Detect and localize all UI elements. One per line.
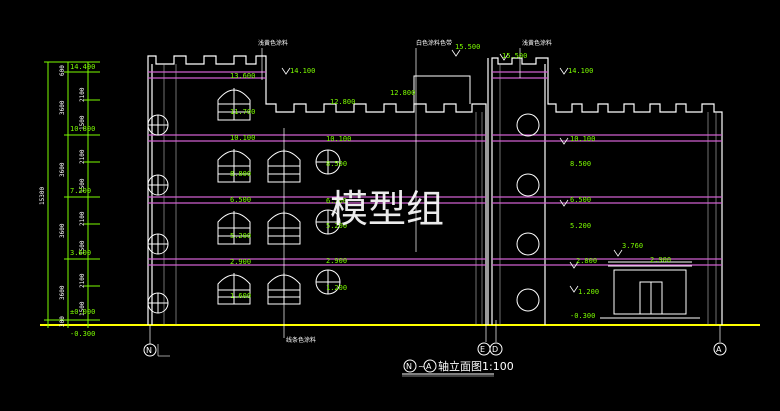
left-level-4: 3.600	[70, 249, 91, 257]
left-level-3: 7.200	[70, 187, 91, 195]
svg-text:N: N	[406, 362, 412, 371]
leader-lines	[261, 48, 521, 342]
level-a-10: 6.500	[230, 196, 251, 204]
dim-300: 300	[59, 316, 66, 327]
axis-n: N	[143, 325, 157, 357]
level-a-9: 8.800	[230, 170, 251, 178]
svg-text:A: A	[426, 362, 432, 371]
svg-text:~: ~	[418, 362, 425, 371]
watermark: 模型组	[330, 187, 444, 231]
level-b-9: 1.200	[578, 288, 599, 296]
level-a-12: 2.900	[230, 258, 251, 266]
level-b-1: 14.100	[568, 67, 593, 75]
building-left-block	[147, 55, 487, 325]
level-b-4: 6.500	[570, 196, 591, 204]
dim-3600-a: 3600	[59, 100, 66, 115]
entrance-porch	[600, 261, 700, 319]
note-4: 线条色涂料	[286, 336, 316, 344]
level-a-1: 15.500	[455, 43, 480, 51]
left-level-6: -0.300	[70, 330, 95, 338]
subdim-1: 2100	[79, 87, 86, 102]
level-b-5: 5.200	[570, 222, 591, 230]
note-3: 浅黄色涂料	[522, 39, 552, 47]
dim-600: 600	[59, 65, 66, 76]
svg-text:N: N	[146, 346, 152, 355]
pilasters	[163, 64, 717, 325]
svg-text:E: E	[480, 345, 485, 354]
level-a-5: 12.800	[390, 89, 415, 97]
total-height-dim: 15300	[39, 187, 46, 205]
level-b-7: 2.900	[650, 256, 671, 264]
level-b-6: 3.760	[622, 242, 643, 250]
level-a-13: 1.600	[230, 292, 251, 300]
left-level-2: 10.800	[70, 125, 95, 133]
dim-3600-c: 3600	[59, 223, 66, 238]
svg-text:D: D	[492, 345, 498, 354]
level-a-11: 5.200	[230, 232, 251, 240]
level-b-3: 8.500	[570, 160, 591, 168]
level-b-10: -0.300	[570, 312, 595, 320]
dim-3600-d: 3600	[59, 285, 66, 300]
svg-text:轴立面图1:100: 轴立面图1:100	[438, 359, 514, 373]
level-a-4: 12.800	[330, 98, 355, 106]
axis-e: E	[477, 342, 491, 356]
level-c-6: 1.200	[326, 284, 347, 292]
left-level-5: ±0.000	[70, 308, 95, 316]
subdim-7: 2100	[79, 273, 86, 288]
ucs-icon	[157, 344, 170, 357]
note-1: 浅黄色涂料	[258, 39, 288, 47]
level-a-6: 13.600	[230, 72, 255, 80]
note-2: 白色涂料色带	[416, 39, 452, 47]
left-dimension-chain	[44, 61, 100, 328]
subdim-2: 1500	[79, 115, 86, 130]
level-c-3: 6.500	[326, 197, 347, 205]
level-a-7: 11.700	[230, 108, 255, 116]
left-level-1: 14.400	[70, 63, 95, 71]
level-c-2: 8.500	[326, 160, 347, 168]
subdim-5: 2100	[79, 211, 86, 226]
subdim-6: 1500	[79, 240, 86, 255]
level-b-2: 10.100	[570, 135, 595, 143]
drawing-title: N ~ A 轴立面图1:100	[402, 359, 514, 377]
level-c-1: 10.100	[326, 135, 351, 143]
building-right-block	[487, 57, 723, 325]
subdim-4: 1500	[79, 178, 86, 193]
axis-d: D	[489, 342, 503, 356]
dim-3600-b: 3600	[59, 162, 66, 177]
level-c-4: 5.200	[326, 222, 347, 230]
level-markers	[281, 49, 623, 293]
round-windows	[147, 113, 540, 314]
subdim-3: 2100	[79, 149, 86, 164]
level-a-2: 15.500	[502, 52, 527, 60]
subdim-8: 1500	[79, 301, 86, 316]
svg-text:A: A	[716, 345, 722, 354]
level-c-5: 2.900	[326, 257, 347, 265]
axis-a: A	[713, 325, 727, 356]
level-a-3: 14.100	[290, 67, 315, 75]
arched-windows	[217, 88, 301, 305]
middle-tower	[413, 75, 471, 112]
level-a-8: 10.100	[230, 134, 255, 142]
level-b-8: 2.800	[576, 257, 597, 265]
